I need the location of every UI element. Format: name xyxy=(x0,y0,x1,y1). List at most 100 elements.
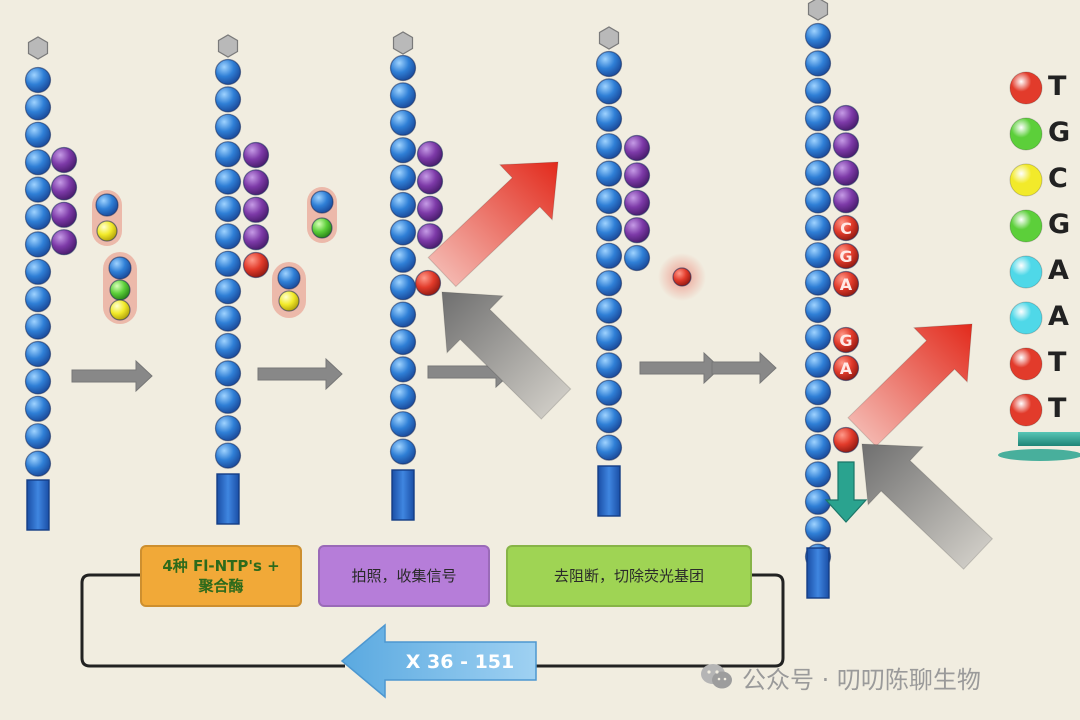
strand-bead xyxy=(804,296,832,324)
bound-base xyxy=(623,134,651,162)
strand-anchor xyxy=(391,469,415,521)
cycle-count-label: X 36 - 151 xyxy=(406,651,514,673)
strand-bead xyxy=(24,313,52,340)
strand-bead xyxy=(24,450,52,477)
strand-anchor xyxy=(26,479,50,531)
wechat-icon xyxy=(701,664,732,689)
legend-letter: T xyxy=(1048,347,1067,378)
strand-bead xyxy=(804,406,832,433)
bound-base xyxy=(623,162,651,189)
strand-bead xyxy=(804,351,832,378)
strand-bead xyxy=(389,301,417,328)
strand xyxy=(214,34,242,525)
strand-bead xyxy=(214,250,242,277)
strand-bead xyxy=(24,149,52,176)
legend-dot xyxy=(1009,71,1043,105)
cycle-loop: X 36 - 151 xyxy=(80,573,785,699)
flow-arrow xyxy=(71,359,153,393)
watermark: 公众号 · 叨叨陈聊生物 xyxy=(700,660,981,694)
strand-bead xyxy=(389,191,417,219)
strand-bead xyxy=(804,22,832,50)
strand xyxy=(595,26,623,517)
strand-bead xyxy=(389,328,417,356)
legend-letter: G xyxy=(1048,209,1071,240)
strand-bead xyxy=(389,82,417,109)
strand-bead xyxy=(595,270,623,297)
strand-bead xyxy=(804,77,832,104)
free-nucleotide xyxy=(307,187,337,243)
cycle-loop-right xyxy=(520,573,785,668)
strand-bead xyxy=(804,187,832,214)
strand-bead xyxy=(389,219,417,246)
strand-bead xyxy=(804,132,832,159)
step-add-nucleotides: 4种 Fl-NTP's + 聚合酶 xyxy=(140,545,302,607)
strand-bead xyxy=(389,109,417,136)
incorporated-base xyxy=(414,269,442,297)
legend-letter: T xyxy=(1048,393,1067,424)
strand-bead xyxy=(214,332,242,360)
bound-base xyxy=(416,140,444,168)
strand-bead xyxy=(24,423,52,450)
step-imaging: 拍照，收集信号 xyxy=(318,545,490,607)
sequenced-base xyxy=(832,242,860,270)
bound-base xyxy=(832,104,860,132)
legend-dot xyxy=(1009,347,1043,381)
laser-emission-arrow xyxy=(847,323,973,448)
excitation-arrow xyxy=(441,291,572,420)
sequenced-base-label: G xyxy=(839,331,852,350)
strand-bead xyxy=(595,160,623,187)
strand-bead xyxy=(24,368,52,395)
strand-bead xyxy=(214,195,242,223)
strand-bead xyxy=(24,176,52,203)
strand xyxy=(804,0,832,599)
sequenced-base xyxy=(832,270,860,298)
strand-bead xyxy=(804,242,832,269)
nucleotide-dye xyxy=(109,299,131,321)
strand-bead xyxy=(595,434,623,461)
strand-bead xyxy=(214,278,242,305)
sequenced-base xyxy=(832,214,860,242)
strand-bead xyxy=(595,407,623,434)
legend-dot xyxy=(1009,163,1043,197)
base-legend xyxy=(998,71,1080,461)
strand-bead xyxy=(214,442,242,469)
sequenced-base xyxy=(832,326,860,354)
strand xyxy=(389,31,417,521)
bound-base xyxy=(623,189,651,216)
legend-dot xyxy=(1009,209,1043,243)
strand-bead xyxy=(389,246,417,273)
sequenced-base-label: A xyxy=(840,359,853,378)
bound-base xyxy=(50,174,78,201)
bound-base xyxy=(242,196,270,223)
nucleotide-dye xyxy=(278,290,300,312)
excitation-arrow xyxy=(861,443,994,570)
bound-base xyxy=(50,201,78,228)
strand-anchor xyxy=(216,473,240,525)
bound-base xyxy=(623,217,651,244)
strand-cap xyxy=(392,31,414,55)
strand-bead xyxy=(214,168,242,195)
nucleotide-dye xyxy=(109,279,131,301)
bound-base xyxy=(50,146,78,174)
laser-emission-arrow xyxy=(427,161,559,288)
legend-letter: A xyxy=(1048,255,1069,286)
strand-bead xyxy=(804,269,832,296)
bound-base xyxy=(832,187,860,214)
strand-cap xyxy=(807,0,829,21)
strand-bead xyxy=(214,223,242,250)
bound-base xyxy=(832,132,860,159)
legend-teal-base xyxy=(998,449,1080,461)
free-nucleotide xyxy=(92,190,122,246)
strand-bead xyxy=(24,203,52,231)
flow-arrow xyxy=(711,351,777,385)
legend-teal-bar xyxy=(1018,432,1080,446)
strand-bead xyxy=(804,159,832,187)
bound-base xyxy=(416,195,444,222)
nucleotide-base xyxy=(310,190,334,214)
strand-bead xyxy=(595,187,623,215)
incorporated-base xyxy=(623,244,651,272)
nucleotide-base xyxy=(95,193,119,217)
strand-bead xyxy=(214,305,242,332)
